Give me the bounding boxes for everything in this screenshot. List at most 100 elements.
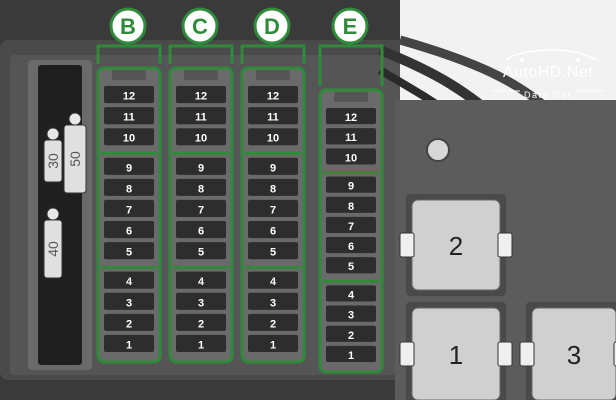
fuse-slot-e-1: 1: [326, 345, 376, 362]
fuse-slot-body: [248, 292, 298, 310]
fuse-number: 1: [270, 339, 276, 351]
fuse-slot-body: [248, 313, 298, 331]
fuse-slot-body: [104, 199, 154, 217]
fuse-number: 10: [123, 133, 135, 145]
block-label-b: B: [109, 7, 147, 45]
fuse-slot-c-8: 8: [176, 178, 226, 196]
fuse-slot-d-7: 7: [248, 199, 298, 217]
fuse-slot-body: [326, 345, 376, 362]
block-label-d: D: [253, 7, 291, 45]
fuse-slot-body: [104, 86, 154, 104]
maxi-fuse-terminal: [46, 207, 60, 221]
block-label-text: C: [192, 14, 208, 39]
fuse-number: 11: [267, 112, 279, 124]
fuse-slot-d-5: 5: [248, 242, 298, 260]
fuse-number: 12: [123, 91, 135, 103]
relay-clip-left: [399, 232, 415, 258]
fuse-slot-body: [326, 128, 376, 145]
maxi-fuse-rating: 40: [45, 241, 61, 257]
fuse-slot-body: [176, 199, 226, 217]
fuse-number: 2: [198, 318, 204, 330]
fuse-slot-c-10: 10: [176, 128, 226, 146]
fuse-slot-body: [248, 199, 298, 217]
fuse-slot-e-5: 5: [326, 257, 376, 274]
watermark: AutoHD.Net Data Car: [486, 49, 610, 106]
fuse-number: 8: [348, 201, 354, 213]
fuse-number: 12: [267, 91, 279, 103]
fuse-slot-body: [104, 242, 154, 260]
fuse-slot-b-10: 10: [104, 128, 154, 146]
fuse-slot-body: [326, 196, 376, 213]
fuse-number: 1: [126, 339, 132, 351]
fuse-number: 3: [198, 297, 204, 309]
fuse-number: 4: [126, 276, 133, 288]
fuse-slot-b-11: 11: [104, 107, 154, 125]
fuse-slot-e-2: 2: [326, 325, 376, 342]
fuse-number: 12: [345, 112, 357, 124]
fuse-slot-body: [248, 128, 298, 146]
fuse-slot-body: [248, 334, 298, 352]
fuse-slot-body: [104, 271, 154, 289]
fuse-slot-e-7: 7: [326, 216, 376, 233]
block-label-text: E: [343, 14, 358, 39]
relay-3: 3: [519, 302, 616, 400]
fuse-slot-body: [176, 334, 226, 352]
fuse-slot-c-6: 6: [176, 221, 226, 239]
fuse-slot-e-8: 8: [326, 196, 376, 213]
fuse-slot-e-10: 10: [326, 148, 376, 165]
relay-number: 3: [567, 340, 581, 370]
fuse-slot-d-4: 4: [248, 271, 298, 289]
fuse-slot-body: [104, 292, 154, 310]
fuse-slot-body: [176, 107, 226, 125]
maxi-fuse-channel: [38, 65, 82, 365]
fuse-slot-body: [248, 107, 298, 125]
fuse-number: 10: [195, 133, 207, 145]
fuse-number: 8: [126, 183, 132, 195]
fuse-slot-e-11: 11: [326, 128, 376, 145]
fuse-slot-body: [104, 128, 154, 146]
fuse-slot-body: [176, 157, 226, 175]
block-label-text: D: [264, 14, 280, 39]
fuse-number: 8: [198, 183, 204, 195]
fuse-slot-body: [104, 107, 154, 125]
fuse-slot-d-2: 2: [248, 313, 298, 331]
fuse-number: 10: [345, 152, 357, 164]
maxi-fuse-40: 40: [43, 207, 63, 279]
fuse-number: 8: [270, 183, 276, 195]
maxi-fuse-rating: 30: [45, 153, 61, 169]
fuse-slot-body: [326, 305, 376, 322]
fuse-slot-body: [326, 285, 376, 302]
fuse-slot-d-6: 6: [248, 221, 298, 239]
fuse-number: 11: [123, 112, 135, 124]
fuse-number: 11: [195, 112, 207, 124]
fuse-slot-body: [326, 237, 376, 254]
maxi-fuse-rating: 50: [67, 151, 83, 167]
relay-clip-left: [519, 341, 535, 367]
fuse-slot-body: [104, 157, 154, 175]
relay-clip-left: [399, 341, 415, 367]
fuse-slot-body: [326, 257, 376, 274]
fuse-number: 9: [126, 162, 132, 174]
fuse-slot-c-12: 12: [176, 86, 226, 104]
fuse-number: 2: [270, 318, 276, 330]
fuse-number: 10: [267, 133, 279, 145]
fuse-slot-body: [326, 176, 376, 193]
watermark-title: AutoHD.Net: [502, 64, 594, 81]
fuse-slot-e-3: 3: [326, 305, 376, 322]
fuse-slot-body: [248, 221, 298, 239]
block-label-e: E: [331, 7, 369, 45]
fuse-slot-c-3: 3: [176, 292, 226, 310]
fuse-number: 1: [198, 339, 204, 351]
fuse-number: 2: [126, 318, 132, 330]
fuse-slot-c-1: 1: [176, 334, 226, 352]
fuse-number: 9: [198, 162, 204, 174]
fuse-slot-body: [248, 242, 298, 260]
fuse-slot-e-9: 9: [326, 176, 376, 193]
fuse-number: 5: [198, 247, 204, 259]
